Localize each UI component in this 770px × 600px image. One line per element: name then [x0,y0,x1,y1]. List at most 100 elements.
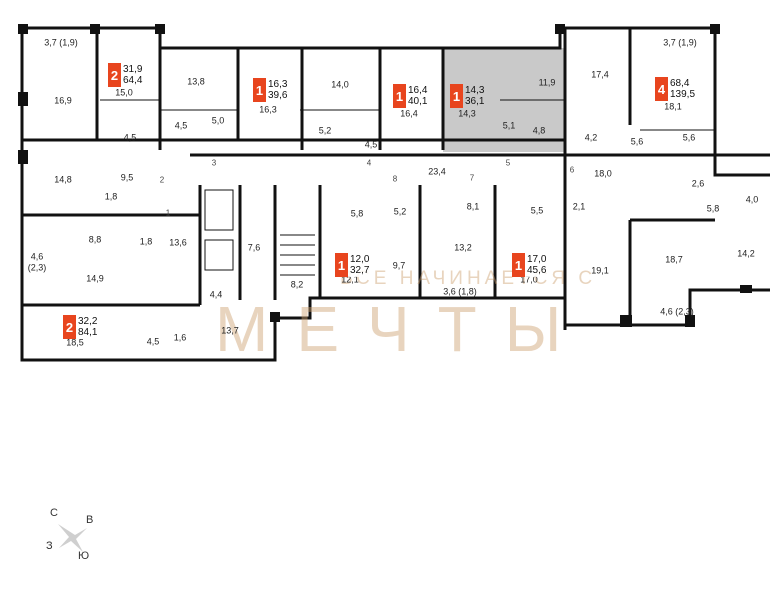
room-area: 9,7 [392,260,406,271]
room-area: 4,0 [745,194,759,205]
room-area: 5,2 [318,125,332,136]
room-area: 8,1 [466,201,480,212]
room-area: 4,5 [146,336,160,347]
balcony-area: 4,6 (2,3) [660,306,694,317]
room-area: 15,0 [115,87,133,98]
living-area: 16,4 [408,85,428,96]
room-area: 13,2 [454,242,472,253]
total-area: 32,7 [350,265,370,276]
room-area: 2,1 [572,201,586,212]
room-count: 1 [253,78,266,102]
room-area: 5,6 [630,136,644,147]
living-area: 16,3 [268,79,288,90]
room-count: 1 [450,84,463,108]
room-area: 9,5 [120,172,134,183]
living-area: 12,0 [350,254,370,265]
room-area: 12,1 [341,274,359,285]
room-area: 18,5 [66,337,84,348]
living-area: 31,9 [123,64,143,75]
room-count: 1 [512,253,525,277]
room-area: 5,8 [350,208,364,219]
room-area: 13,8 [187,76,205,87]
room-area: 5,8 [706,203,720,214]
compass-north: С [50,507,58,519]
compass-star-icon [58,524,87,552]
door-number: 7 [469,173,475,183]
room-area: 4,8 [532,125,546,136]
total-area: 64,4 [123,75,143,86]
room-area: 14,0 [331,79,349,90]
room-area: 2,6 [691,178,705,189]
room-area: 1,8 [139,236,153,247]
room-area: 17,4 [591,69,609,80]
total-area: 39,6 [268,90,288,101]
room-area: 17,0 [520,274,538,285]
balcony-area-net: (2,3) [27,262,47,273]
total-area: 45,6 [527,265,547,276]
room-area: 5,2 [393,206,407,217]
balcony-area: 3,6 (1,8) [443,286,477,297]
watermark-logo: МЕЧТЫ [215,293,590,365]
door-number: 6 [569,165,575,175]
balcony-area: 4,6 [30,251,44,262]
room-area: 13,7 [221,325,239,336]
room-area: 4,5 [123,132,137,143]
room-area: 5,5 [530,205,544,216]
room-area: 14,9 [86,273,104,284]
room-area: 4,4 [209,289,223,300]
compass-east: В [86,514,94,526]
room-area: 8,2 [290,279,304,290]
room-area: 5,0 [211,115,225,126]
room-area: 16,9 [54,95,72,106]
room-area: 14,3 [458,108,476,119]
living-area: 14,3 [465,85,485,96]
door-number: 3 [211,158,217,168]
living-area: 32,2 [78,316,98,327]
door-number: 5 [505,158,511,168]
living-area: 17,0 [527,254,547,265]
room-area: 5,1 [502,120,516,131]
total-area: 36,1 [465,96,485,107]
door-number: 2 [159,175,165,185]
room-area: 14,2 [737,248,755,259]
room-area: 16,3 [259,104,277,115]
room-area: 18,0 [594,168,612,179]
compass-west: З [46,540,53,552]
room-count: 1 [335,253,348,277]
room-area: 18,1 [664,101,682,112]
room-area: 1,8 [104,191,118,202]
room-count: 4 [655,77,668,101]
room-area: 19,1 [591,265,609,276]
room-count: 2 [108,63,121,87]
room-area: 4,5 [174,120,188,131]
room-area: 18,7 [665,254,683,265]
room-area: 8,8 [88,234,102,245]
corridor-area: 23,4 [428,166,446,177]
door-number: 1 [165,208,171,218]
living-area: 68,4 [670,78,690,89]
room-count: 2 [63,315,76,339]
room-area: 16,4 [400,108,418,119]
door-number: 4 [366,158,372,168]
total-area: 84,1 [78,327,98,338]
room-area: 11,9 [538,77,556,88]
total-area: 40,1 [408,96,428,107]
room-area: 5,6 [682,132,696,143]
room-area: 4,5 [364,139,378,150]
room-area: 4,2 [584,132,598,143]
door-number: 8 [392,174,398,184]
balcony-area: 3,7 (1,9) [44,37,78,48]
room-area: 14,8 [54,174,72,185]
balcony-area: 3,7 (1,9) [663,37,697,48]
room-area: 1,6 [173,332,187,343]
